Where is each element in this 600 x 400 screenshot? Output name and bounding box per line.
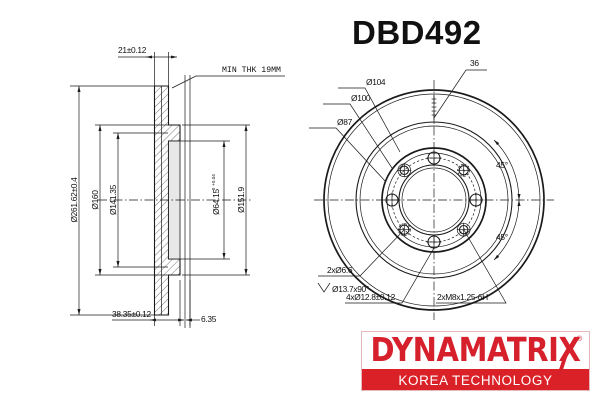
label-thickness-top: 21±0.12 [118, 45, 147, 55]
section-view-group: Ø261.62±0.4 Ø160 Ø141.35 Ø64.15 +0.04 0 … [69, 45, 285, 328]
threaded-holes [397, 163, 471, 237]
label-angle-upper: 45° [496, 160, 508, 170]
label-outer-diameter: Ø261.62±0.4 [69, 177, 79, 223]
label-diameter-141: Ø141.35 [108, 184, 118, 215]
leader-threaded-holes [436, 229, 507, 304]
bolt-holes-large [384, 150, 484, 250]
label-pilot-87: Ø87 [337, 117, 353, 127]
brand-name: DYNAMATRIX [370, 331, 581, 369]
brand-logo-bar: KOREA TECHNOLOGY [362, 369, 589, 390]
label-min-thickness: MIN THK 19MM [222, 66, 281, 75]
vane-marks [431, 94, 437, 122]
leader-bolt-circle-100 [323, 103, 393, 169]
page-title: DBD492 [352, 14, 482, 51]
brand-tagline: KOREA TECHNOLOGY [398, 372, 553, 388]
leader-pilot-87 [309, 127, 387, 183]
face-view-callouts: 36 Ø104 Ø100 Ø87 2xØ6.6 Ø13.7x90° 4xØ12.… [309, 58, 507, 304]
angle-arc-upper [493, 139, 521, 201]
label-countersink: Ø13.7x90° [332, 284, 369, 294]
label-hub-bore-tol-upper: +0.04 [211, 174, 216, 186]
label-hub-bore-tol-lower: 0 [211, 187, 216, 190]
label-threaded-holes: 2xM8x1.25-6H [437, 292, 488, 302]
label-diameter-151: Ø151.9 [236, 187, 246, 213]
face-view-group: 45° 45° [314, 80, 554, 320]
leader-holes-6-6 [318, 229, 405, 277]
label-angle-lower: 45° [496, 232, 508, 242]
leader-holes-12-8 [345, 247, 435, 304]
label-overall-length: 38.35±0.12 [112, 309, 151, 319]
countersink-symbol-icon [317, 282, 331, 293]
registered-trademark-icon: ® [576, 336, 582, 343]
label-diameter-160: Ø160 [90, 190, 100, 210]
brand-logo: DYNAMATRIX ® KOREA TECHNOLOGY [361, 331, 590, 391]
label-flange-thickness: 6.35 [201, 314, 217, 324]
min-thk-leader [171, 75, 285, 89]
label-bolt-circle-100: Ø100 [351, 93, 371, 103]
label-hub-bore: Ø64.15 [211, 189, 221, 215]
angle-arc-lower [493, 199, 521, 261]
countersunk-holes [397, 163, 471, 237]
leader-bolt-circle-104 [338, 87, 401, 153]
label-bolt-circle-104: Ø104 [366, 77, 386, 87]
brand-logo-top: DYNAMATRIX ® [362, 331, 589, 375]
label-holes-12-8: 4xØ12.8±0.12 [346, 292, 396, 302]
leader-vane-count [433, 69, 487, 119]
label-vane-count: 36 [470, 58, 479, 68]
label-holes-6-6: 2xØ6.6 [327, 265, 353, 275]
